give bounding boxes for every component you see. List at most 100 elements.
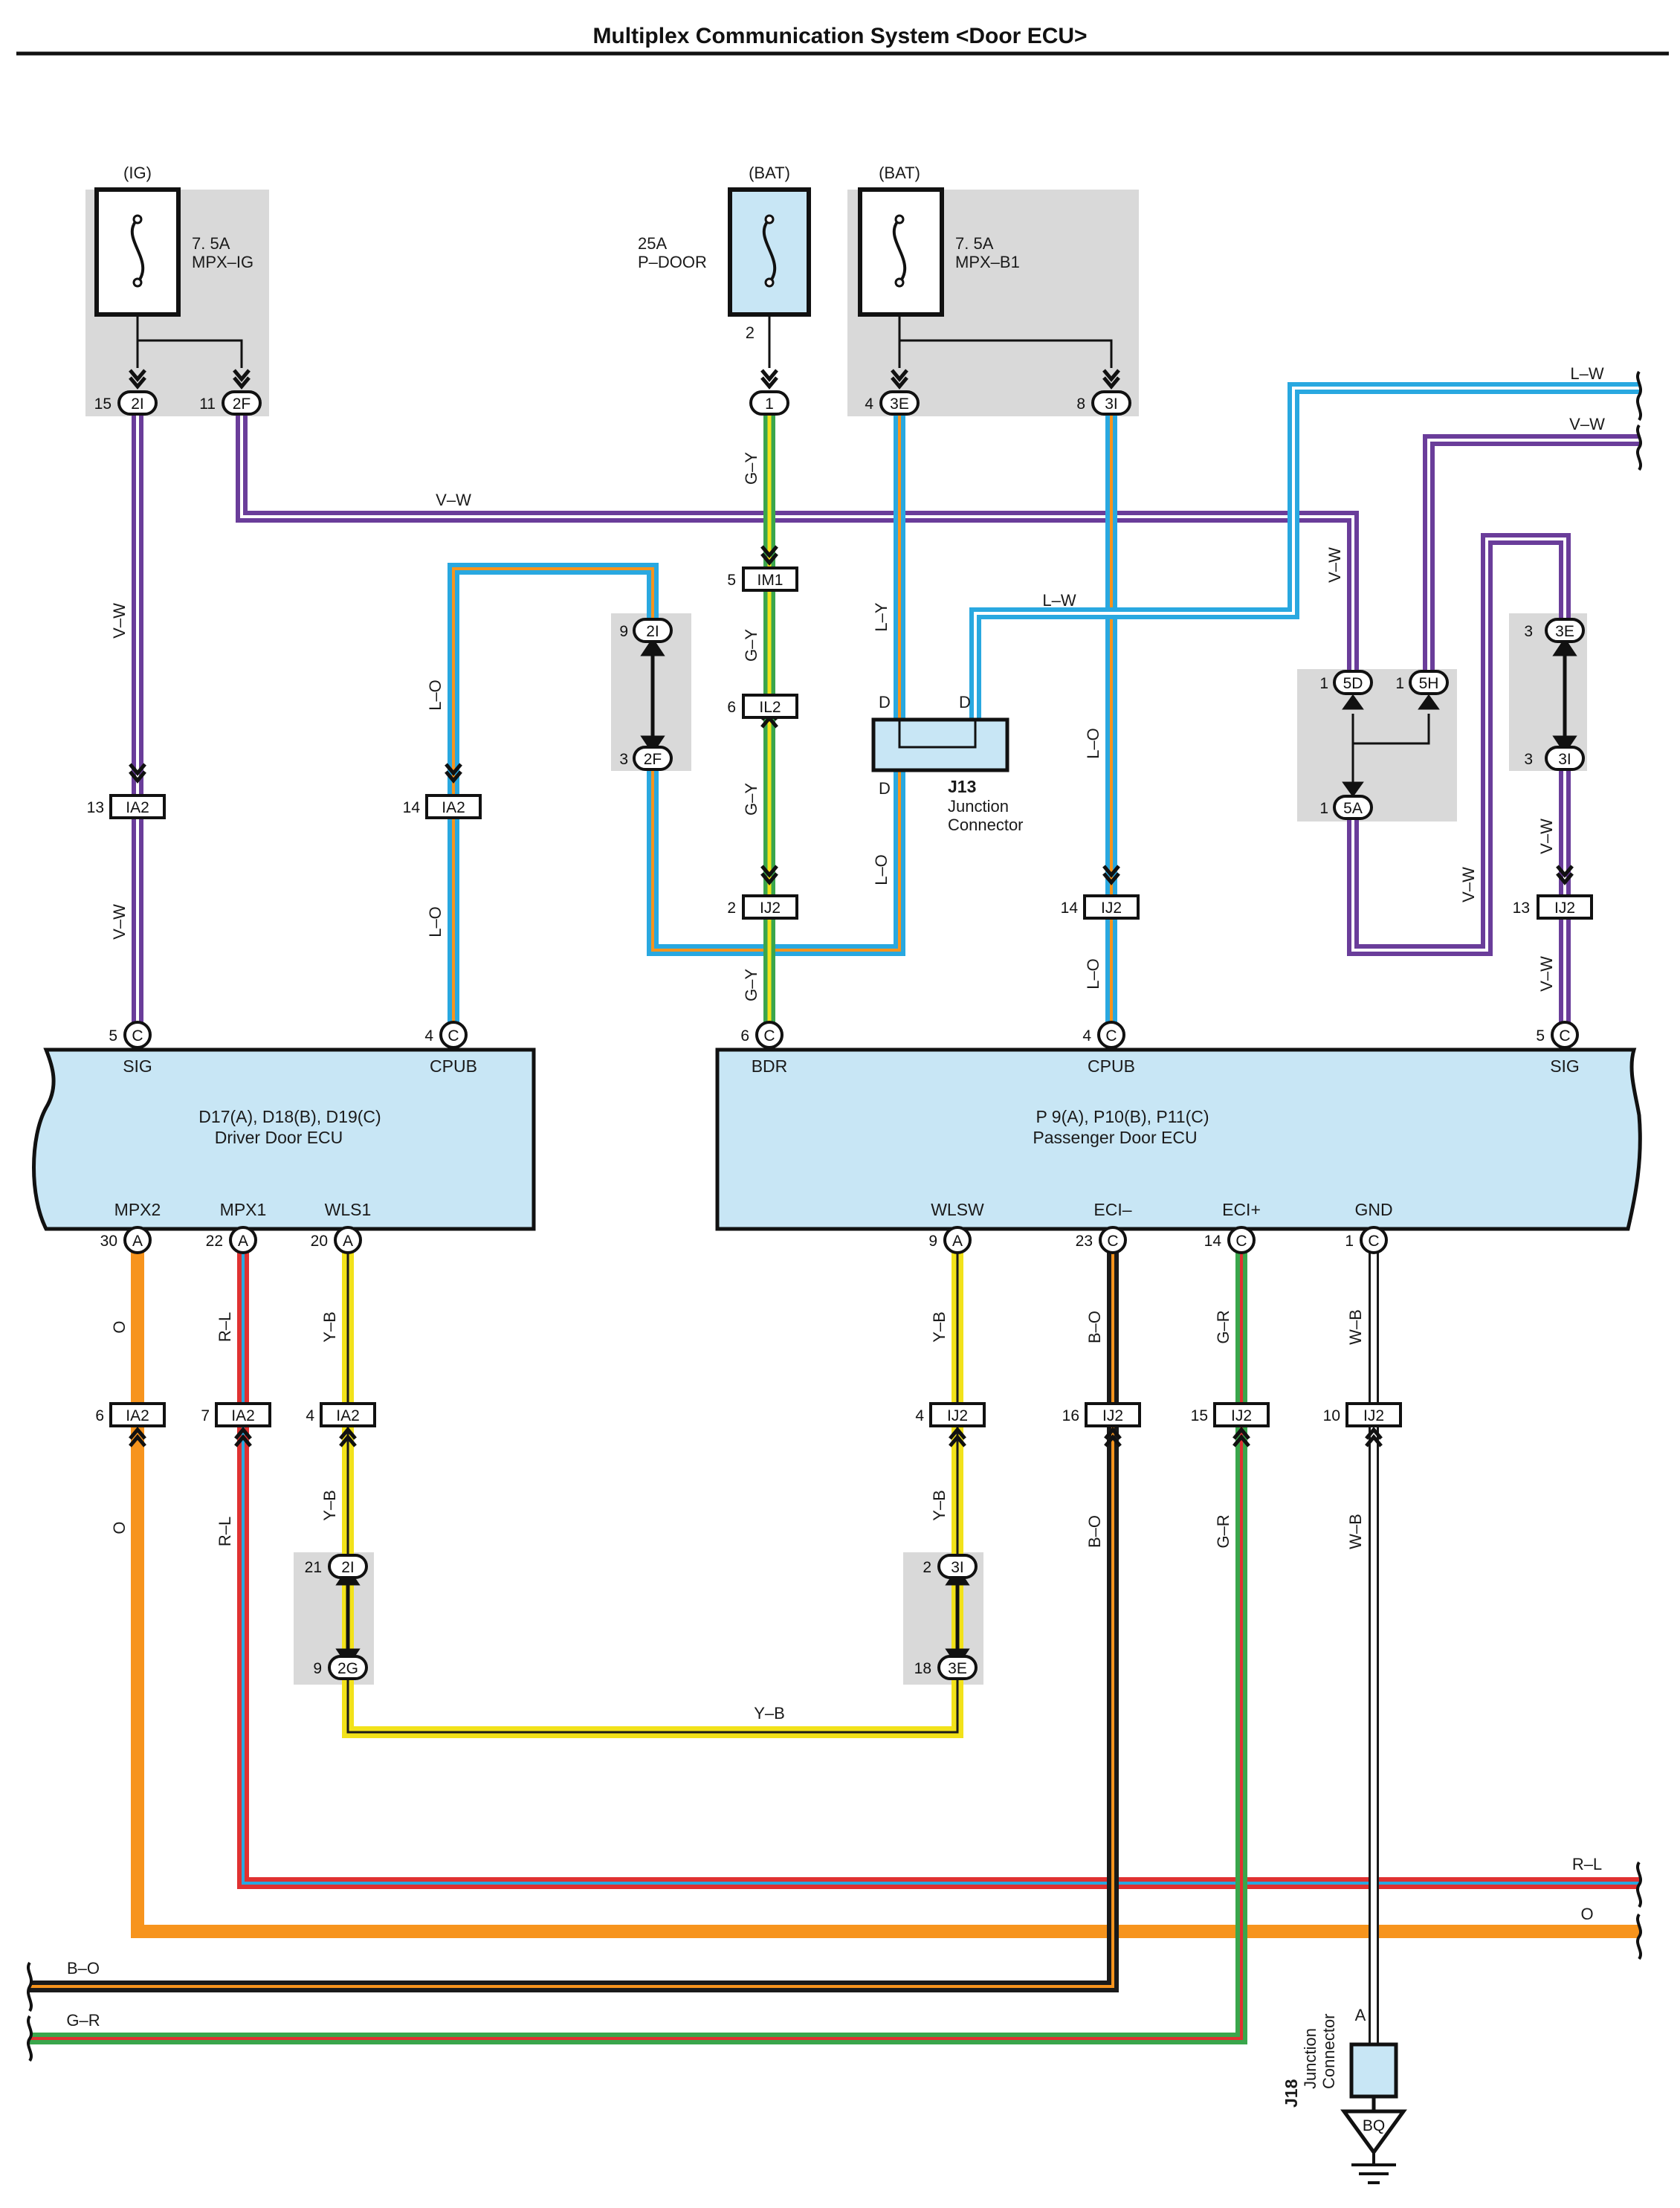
passenger-pin-label-cpub: CPUB	[1088, 1056, 1135, 1076]
connector-ij2-4: IJ2 4	[915, 1402, 986, 1427]
label-vw-left-1: V–W	[110, 603, 129, 639]
connector-5a: 5A 1	[1319, 795, 1373, 820]
pin-number: 7	[201, 1407, 210, 1424]
driver-pin-mpx1: A 22	[206, 1226, 257, 1254]
connector-ia2-6: IA2 6	[95, 1402, 166, 1427]
wire-labels: V–W L–W V–W L–W V–W V–W L–O L–O G–Y G–Y …	[66, 364, 1605, 2030]
connector-2i-21: 2I 21	[305, 1554, 368, 1579]
connector-id: 5D	[1343, 675, 1363, 692]
label-gy-4: G–Y	[742, 969, 760, 1001]
fuse-p-door: 25A P–DOOR 2	[638, 187, 811, 342]
connector-ij2-14: IJ2 14	[1061, 894, 1140, 920]
pin-number: 1	[1319, 675, 1328, 692]
pin-conn: C	[1559, 1027, 1570, 1045]
label-yb-bottom: Y–B	[754, 1704, 785, 1723]
passenger-pin-gnd: C 1	[1345, 1226, 1388, 1254]
pin-number: 6	[727, 699, 736, 716]
label-rl-2: R–L	[216, 1517, 234, 1546]
wire-o-mpx2	[131, 1249, 1639, 1938]
pin-number: 14	[1061, 900, 1079, 917]
pin-conn: A	[238, 1233, 248, 1250]
passenger-pin-bdr: C 6	[740, 1021, 784, 1049]
connector-id: IM1	[757, 572, 783, 589]
j13-pin-d-1: D	[879, 693, 891, 711]
pin-conn: C	[1105, 1027, 1117, 1045]
passenger-pin-cpub: C 4	[1082, 1021, 1125, 1049]
pin-number: 5	[727, 572, 736, 589]
wire-vw-5h-right	[1423, 434, 1639, 682]
wire-lo-2f-3e	[647, 413, 905, 956]
wire-rl-mpx1	[237, 1249, 1639, 1889]
passenger-pin-label-bdr: BDR	[752, 1056, 788, 1076]
pin-conn: A	[952, 1233, 963, 1250]
label-bo-2: B–O	[1085, 1515, 1104, 1548]
pin-conn: C	[1368, 1233, 1379, 1250]
connector-ij2-15: IJ2 15	[1191, 1402, 1270, 1427]
connector-id: 5H	[1419, 675, 1439, 692]
pin-number: 23	[1076, 1233, 1093, 1250]
connector-3e-18: 3E 18	[914, 1655, 978, 1680]
driver-door-ecu: SIG CPUB D17(A), D18(B), D19(C) Driver D…	[32, 1047, 536, 1231]
source-bat-2: (BAT)	[879, 164, 920, 182]
connector-1: 1	[749, 390, 789, 416]
connector-ij2-2: IJ2 2	[727, 894, 798, 920]
source-bat-1: (BAT)	[749, 164, 790, 182]
connector-id: IJ2	[1554, 900, 1575, 917]
ground-id: BQ	[1363, 2117, 1385, 2134]
label-bo-left: B–O	[67, 1959, 100, 1978]
connector-ij2-10: IJ2 10	[1323, 1402, 1402, 1427]
wire-lw-j13-right	[969, 382, 1639, 720]
pin-conn: C	[1107, 1233, 1118, 1250]
pin-number: 9	[619, 623, 628, 640]
pin-number: 2	[727, 900, 736, 917]
pin-number: 4	[306, 1407, 314, 1424]
j18-junction-connector: A J18 Junction Connector	[1282, 2006, 1398, 2111]
pin-conn: C	[132, 1027, 143, 1045]
connector-id: 5A	[1343, 800, 1363, 817]
connector-id: IJ2	[1231, 1407, 1252, 1424]
driver-pin-label-mpx1: MPX1	[220, 1200, 267, 1219]
connector-id: 1	[765, 396, 774, 413]
fuse-mpx-ig-name: MPX–IG	[192, 253, 253, 271]
pin-conn: A	[132, 1233, 143, 1250]
connector-il2: IL2 6	[727, 694, 798, 719]
pin-number: 13	[87, 799, 104, 816]
driver-pin-label-cpub: CPUB	[430, 1056, 477, 1076]
pin-number: 9	[928, 1233, 937, 1250]
label-gr-left: G–R	[66, 2011, 100, 2030]
oval-connectors: 2I 15 2F 11 1 3E 4 3I 8 2I 9 2F	[94, 390, 1585, 1680]
fuse-mpx-b1-rating: 7. 5A	[955, 234, 994, 253]
passenger-pin-eci-minus: C 23	[1076, 1226, 1127, 1254]
label-vw-right-1: V–W	[1325, 547, 1344, 583]
label-gy-1: G–Y	[742, 452, 760, 485]
j18-label-1: Junction	[1301, 2028, 1319, 2089]
pin-number: 20	[311, 1233, 328, 1250]
connector-ia2-14: IA2 14	[403, 794, 482, 819]
label-ly: L–Y	[872, 602, 891, 631]
wire-vw-5a-3e	[1347, 533, 1571, 956]
connector-id: 2F	[233, 396, 251, 413]
fuse-internal-wiring	[136, 312, 1430, 788]
fuse-p-door-rating: 25A	[638, 234, 667, 253]
connector-ia2-13: IA2 13	[87, 794, 166, 819]
connector-id: IA2	[231, 1407, 255, 1424]
pin-number: 4	[424, 1027, 433, 1045]
driver-pin-mpx2: A 30	[100, 1226, 152, 1254]
label-lo-mid: L–O	[872, 854, 891, 885]
pin-number: 4	[1082, 1027, 1091, 1045]
connector-id: 2G	[337, 1660, 358, 1677]
pin-number: 4	[915, 1407, 924, 1424]
pin-number: 14	[403, 799, 421, 816]
label-gy-3: G–Y	[742, 783, 760, 816]
connector-3i-3: 3I 3	[1524, 746, 1585, 771]
pin-number: 13	[1513, 900, 1530, 917]
p-door-pin-2: 2	[746, 323, 755, 342]
pin-number: 1	[1395, 675, 1404, 692]
connector-id: IJ2	[760, 900, 781, 917]
label-gr-1: G–R	[1214, 1310, 1232, 1343]
connector-id: 3I	[951, 1559, 964, 1576]
pin-number: 18	[914, 1660, 931, 1677]
connector-id: 3I	[1105, 396, 1118, 413]
driver-pin-label-sig: SIG	[123, 1056, 152, 1076]
pin-conn: C	[763, 1027, 775, 1045]
